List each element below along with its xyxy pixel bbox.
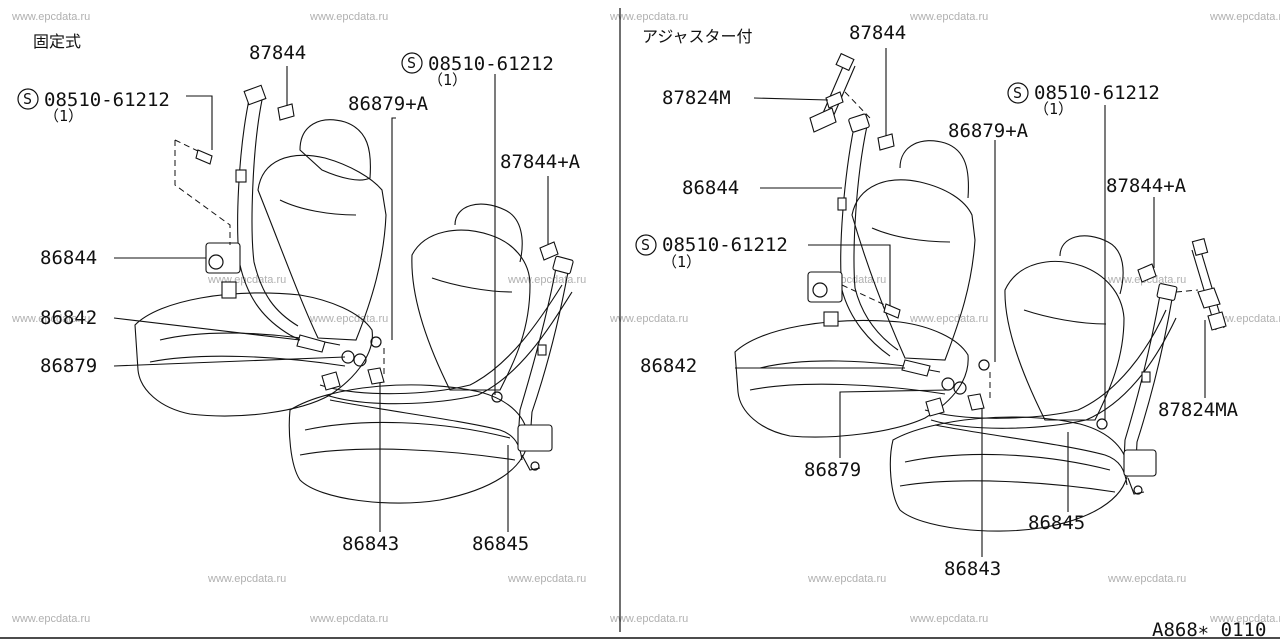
watermark: www.epcdata.ru [909, 11, 988, 23]
s-mark: S [23, 90, 32, 108]
part-qty: （1） [44, 107, 83, 125]
part-label-86843: 86843 [944, 558, 1001, 580]
part-label-86842: 86842 [40, 307, 97, 329]
tongue-86842 [296, 334, 326, 353]
clip-87844 [877, 133, 895, 151]
anchor-bracket [243, 84, 267, 106]
watermark: www.epcdata.ru [207, 274, 286, 286]
part-label-08510: 08510-61212 [44, 89, 170, 111]
part-label-87824ma: 87824MA [1158, 399, 1239, 421]
watermark: www.epcdata.ru [11, 11, 90, 23]
left-leaders [113, 66, 549, 532]
bolt [195, 149, 213, 165]
right-labels: アジャスター付 87844 87824M S 08510-61212 （1） 8… [635, 22, 1239, 580]
part-label-86845: 86845 [472, 533, 529, 555]
part-label-08510-r: 08510-61212 [1034, 82, 1160, 104]
retractor-86845 [1123, 449, 1157, 477]
retractor-86844 [807, 271, 843, 303]
watermark: www.epcdata.ru [807, 573, 886, 585]
s-mark: S [407, 54, 416, 72]
watermark: www.epcdata.ru [309, 613, 388, 625]
watermark: www.epcdata.ru [1209, 613, 1280, 625]
part-label-87824m: 87824M [662, 87, 731, 109]
part-label-86845: 86845 [1028, 512, 1085, 534]
upper-anchor [552, 255, 574, 275]
strap-guide [235, 169, 247, 183]
left-drawing [134, 84, 574, 504]
s-mark-icon [635, 234, 657, 256]
clip-87844 [277, 103, 295, 121]
strap-guide-r [537, 344, 547, 356]
s-mark-icon [401, 52, 423, 74]
tongue-86842 [901, 359, 931, 377]
left-panel-title: 固定式 [33, 32, 81, 51]
watermark: www.epcdata.ru [207, 573, 286, 585]
part-label-86844: 86844 [682, 177, 739, 199]
part-label-86879a: 86879+A [948, 120, 1029, 142]
part-qty: （1） [1034, 100, 1073, 118]
part-label-08510-r: 08510-61212 [428, 53, 554, 75]
part-label-87844a: 87844+A [500, 151, 581, 173]
s-mark: S [1013, 84, 1022, 102]
right-leaders [735, 48, 1206, 557]
clip-87844a [1137, 263, 1157, 283]
part-qty: （1） [662, 253, 701, 271]
watermark: www.epcdata.ru [909, 613, 988, 625]
diagram-code: A868∗ 0110 [1152, 619, 1266, 640]
part-label-87844: 87844 [849, 22, 906, 44]
watermark: www.epcdata.ru [609, 613, 688, 625]
watermark: www.epcdata.ru [11, 613, 90, 625]
right-drawing [734, 52, 1227, 532]
part-label-86879: 86879 [804, 459, 861, 481]
part-label-86879a: 86879+A [348, 93, 429, 115]
right-panel-title: アジャスター付 [642, 27, 753, 46]
part-qty: （1） [428, 71, 467, 89]
watermark: www.epcdata.ru [507, 573, 586, 585]
watermark: www.epcdata.ru [1209, 11, 1280, 23]
clip-87844a [539, 241, 559, 261]
s-mark: S [641, 236, 650, 254]
watermark: www.epcdata.ru [507, 274, 586, 286]
part-label-87844: 87844 [249, 42, 306, 64]
watermark: www.epcdata.ru [609, 11, 688, 23]
s-mark-icon [1007, 82, 1029, 104]
part-label-08510: 08510-61212 [662, 234, 788, 256]
part-label-86842: 86842 [640, 355, 697, 377]
bolt [883, 303, 901, 319]
watermark: www.epcdata.ru [1209, 313, 1280, 325]
retractor-mount [221, 281, 237, 299]
part-label-86879: 86879 [40, 355, 97, 377]
watermark: www.epcdata.ru [309, 11, 388, 23]
part-label-86843: 86843 [342, 533, 399, 555]
s-mark-icon [17, 88, 39, 110]
watermark: www.epcdata.ru [609, 313, 688, 325]
part-label-86844: 86844 [40, 247, 97, 269]
watermark: www.epcdata.ru [909, 313, 988, 325]
watermark: www.epcdata.ru [309, 313, 388, 325]
watermark: www.epcdata.ru [11, 313, 90, 325]
retractor-86844 [205, 242, 241, 274]
retractor-86845 [517, 424, 553, 452]
part-label-87844a: 87844+A [1106, 175, 1187, 197]
left-labels: 固定式 87844 S 08510-61212 （1） 86879+A S 08… [17, 32, 581, 555]
watermark: www.epcdata.ru [1107, 573, 1186, 585]
